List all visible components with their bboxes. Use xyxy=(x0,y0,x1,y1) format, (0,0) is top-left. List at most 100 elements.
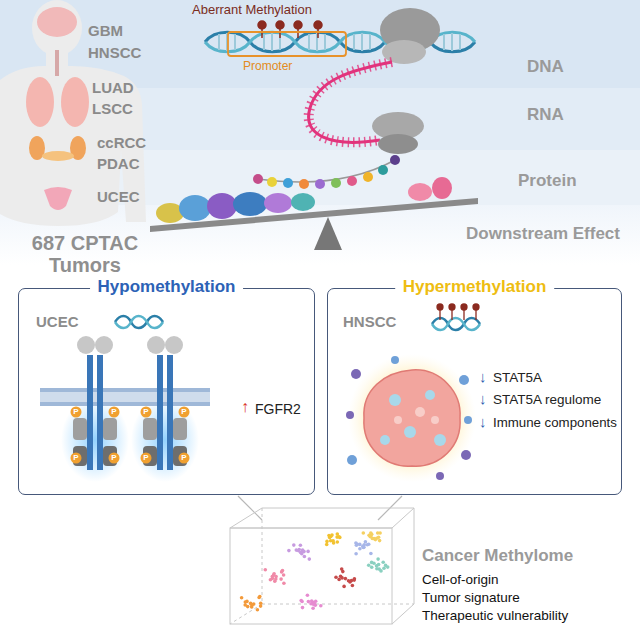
scatter-dot xyxy=(355,544,359,548)
scatter-dot xyxy=(328,536,332,540)
scatter-dot xyxy=(342,585,346,589)
cancer-type-label: UCEC xyxy=(36,313,79,330)
methylation-label: Aberrant Methylation xyxy=(192,3,312,18)
phospho-label: P xyxy=(111,408,116,416)
level-label: DNA xyxy=(527,57,564,77)
scatter-dot xyxy=(299,544,303,548)
organ-label: HNSCC xyxy=(88,44,141,61)
phospho-label: P xyxy=(143,454,148,462)
scatter-dot xyxy=(352,578,356,582)
scatter-dot xyxy=(279,577,283,581)
effect-label: STAT5A regulome xyxy=(493,392,601,408)
scatter-dot xyxy=(325,543,329,547)
down-arrow: ↓ xyxy=(479,368,487,385)
up-arrow: ↑ xyxy=(241,398,249,416)
scatter-dot xyxy=(361,545,365,549)
gene-label: FGFR2 xyxy=(255,401,301,417)
scatter-dot xyxy=(379,569,383,573)
scatter-dot xyxy=(340,567,344,571)
scatter-dot xyxy=(325,540,329,544)
level-label: RNA xyxy=(527,105,564,125)
scatter-dot xyxy=(306,550,310,554)
down-arrow: ↓ xyxy=(479,413,487,430)
scatter-dot xyxy=(257,596,261,600)
down-arrow: ↓ xyxy=(479,390,487,407)
promoter-label: Promoter xyxy=(243,60,292,74)
methylome-scatter xyxy=(240,531,390,611)
scatter-dot xyxy=(375,564,379,568)
scatter-dot xyxy=(308,557,312,561)
phospho-label: P xyxy=(181,454,186,462)
phospho-label: P xyxy=(73,454,78,462)
hypermethylation-art xyxy=(346,304,480,482)
scatter-dot xyxy=(369,552,373,556)
scatter-dot xyxy=(301,606,305,610)
scatter-dot xyxy=(287,549,291,553)
scatter-dot xyxy=(362,531,366,535)
background-bands xyxy=(0,0,640,265)
scatter-dot xyxy=(367,564,371,568)
panel-heading: Hypermethylation xyxy=(395,277,555,297)
scatter-dot xyxy=(335,535,339,539)
hypomethylation-art xyxy=(40,316,210,482)
scatter-dot xyxy=(306,594,310,598)
organ-label: LSCC xyxy=(92,100,133,117)
feature-item: Therapeutic vulnerability xyxy=(422,608,568,624)
scatter-dot xyxy=(282,582,286,586)
scatter-dot xyxy=(312,602,316,606)
scatter-dot xyxy=(332,541,336,545)
phospho-label: P xyxy=(143,408,148,416)
scatter-dot xyxy=(368,535,372,539)
effect-label: Immune components xyxy=(493,415,617,430)
panel-heading: Hypomethylation xyxy=(90,277,244,297)
scatter-dot xyxy=(311,606,315,610)
scatter-dot xyxy=(334,576,338,580)
scatter-dot xyxy=(245,600,249,604)
phospho-label: P xyxy=(73,408,78,416)
scatter-dot xyxy=(273,580,277,584)
scatter-dot xyxy=(256,608,260,612)
scatter-dot xyxy=(354,552,358,556)
level-label: Protein xyxy=(518,171,577,191)
organ-label: LUAD xyxy=(92,79,134,96)
scatter-dot xyxy=(319,604,323,608)
scatter-dot xyxy=(259,601,263,605)
organ-label: ccRCC xyxy=(97,134,146,151)
scatter-dot xyxy=(369,534,373,538)
scatter-dot xyxy=(372,537,376,541)
feature-item: Cell-of-origin xyxy=(422,572,499,588)
effect-label: STAT5A xyxy=(493,370,542,386)
scatter-dot xyxy=(301,550,305,554)
scatter-dot xyxy=(336,532,340,536)
scatter-dot xyxy=(340,576,344,580)
scatter-dot xyxy=(240,596,244,600)
scatter-dot xyxy=(366,543,370,547)
scatter-dot xyxy=(246,605,250,609)
scatter-dot xyxy=(344,577,348,581)
scatter-dot xyxy=(376,557,380,561)
scatter-dot xyxy=(264,568,268,572)
rna-strand xyxy=(309,62,424,154)
scatter-dot xyxy=(347,579,351,583)
scatter-dot xyxy=(249,602,253,606)
scatter-dot xyxy=(329,539,333,543)
scatter-dot xyxy=(381,561,385,565)
organ-label: PDAC xyxy=(97,155,140,172)
scatter-dot xyxy=(378,539,382,543)
phospho-label: P xyxy=(181,408,186,416)
scatter-dot xyxy=(303,555,307,559)
level-label: Downstream Effect xyxy=(466,224,620,244)
scatter-dot xyxy=(269,578,273,582)
organ-label: UCEC xyxy=(97,188,140,205)
scatter-dot xyxy=(370,561,374,565)
scatter-dot xyxy=(358,543,362,547)
scatter-dot xyxy=(351,584,355,588)
scatter-dot xyxy=(299,599,303,603)
phospho-label: P xyxy=(111,454,116,462)
scatter-dot xyxy=(282,573,286,577)
methylome-cube xyxy=(230,508,414,624)
human-figure xyxy=(0,0,146,226)
protein-chain xyxy=(253,155,400,189)
scatter-dot xyxy=(375,567,379,571)
scatter-dot xyxy=(336,540,340,544)
